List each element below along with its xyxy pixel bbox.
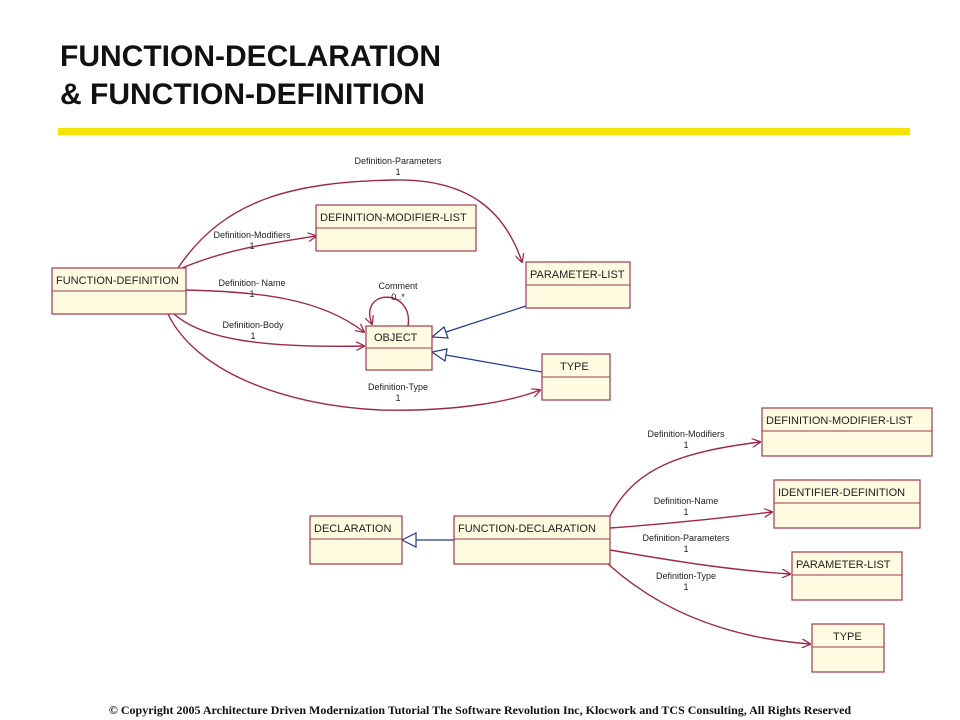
label-definition-type-top: Definition-Type — [368, 382, 428, 392]
label-definition-parameters-top: Definition-Parameters — [354, 156, 442, 166]
svg-text:IDENTIFIER-DEFINITION: IDENTIFIER-DEFINITION — [778, 487, 905, 499]
label-definition-body-top: Definition-Body — [222, 320, 284, 330]
mult-definition-modifiers-top: 1 — [249, 241, 254, 251]
label-definition-name-bottom: Definition-Name — [654, 496, 719, 506]
svg-text:FUNCTION-DECLARATION: FUNCTION-DECLARATION — [458, 523, 596, 535]
slide-title: FUNCTION-DECLARATION & FUNCTION-DEFINITI… — [60, 38, 441, 114]
title-underline — [58, 128, 910, 135]
assoc-definition-type-bottom — [605, 561, 810, 644]
title-line-2: & FUNCTION-DEFINITION — [60, 78, 425, 111]
svg-text:PARAMETER-LIST: PARAMETER-LIST — [530, 269, 625, 281]
label-definition-modifiers-bottom: Definition-Modifiers — [647, 429, 725, 439]
mult-definition-type-bottom: 1 — [683, 582, 688, 592]
mult-definition-name-bottom: 1 — [683, 507, 688, 517]
class-type-top: TYPE — [541, 353, 611, 401]
assoc-comment-self — [370, 296, 409, 326]
svg-text:OBJECT: OBJECT — [374, 332, 418, 344]
assoc-definition-modifiers — [181, 236, 316, 269]
label-definition-name-top: Definition- Name — [218, 278, 285, 288]
mult-definition-parameters-bottom: 1 — [683, 544, 688, 554]
class-object: OBJECT — [365, 325, 433, 371]
assoc-definition-parameters — [177, 179, 522, 269]
class-identifier-definition: IDENTIFIER-DEFINITION — [773, 479, 921, 529]
assoc-definition-type — [167, 313, 540, 411]
svg-text:TYPE: TYPE — [833, 631, 862, 643]
mult-comment: 0..* — [391, 292, 405, 302]
mult-definition-modifiers-bottom: 1 — [683, 440, 688, 450]
class-declaration: DECLARATION — [309, 515, 403, 565]
mult-definition-body-top: 1 — [250, 331, 255, 341]
gen-type-to-object — [445, 354, 543, 373]
gen-arrowhead-type — [430, 348, 448, 363]
assoc-definition-name — [185, 289, 364, 332]
gen-parameter-list-to-object — [445, 305, 527, 333]
svg-text:DECLARATION: DECLARATION — [314, 523, 391, 535]
label-definition-parameters-bottom: Definition-Parameters — [642, 533, 730, 543]
class-parameter-list-bottom: PARAMETER-LIST — [791, 551, 903, 601]
svg-text:PARAMETER-LIST: PARAMETER-LIST — [796, 559, 891, 571]
label-definition-modifiers-top: Definition-Modifiers — [213, 230, 291, 240]
svg-text:TYPE: TYPE — [560, 361, 589, 373]
label-definition-type-bottom: Definition-Type — [656, 571, 716, 581]
assoc-definition-parameters-bottom — [609, 549, 790, 574]
assoc-definition-body — [171, 311, 364, 346]
svg-text:DEFINITION-MODIFIER-LIST: DEFINITION-MODIFIER-LIST — [766, 415, 913, 427]
class-definition-modifier-list-bottom: DEFINITION-MODIFIER-LIST — [761, 407, 933, 457]
gen-arrowhead-declaration — [400, 532, 417, 548]
label-comment: Comment — [378, 281, 418, 291]
svg-text:DEFINITION-MODIFIER-LIST: DEFINITION-MODIFIER-LIST — [320, 212, 467, 224]
title-line-1: FUNCTION-DECLARATION — [60, 40, 442, 73]
class-function-declaration: FUNCTION-DECLARATION — [453, 515, 611, 565]
svg-text:FUNCTION-DEFINITION: FUNCTION-DEFINITION — [56, 275, 179, 287]
class-parameter-list-top: PARAMETER-LIST — [525, 261, 631, 309]
assoc-definition-modifiers-bottom — [609, 442, 760, 517]
mult-definition-parameters-top: 1 — [395, 167, 400, 177]
class-type-bottom: TYPE — [811, 623, 885, 673]
copyright-footer: © Copyright 2005 Architecture Driven Mod… — [108, 703, 852, 717]
mult-definition-name-top: 1 — [249, 289, 254, 299]
gen-arrowhead-parameter-list — [430, 325, 449, 339]
class-function-definition: FUNCTION-DEFINITION — [51, 267, 187, 315]
assoc-definition-name-bottom — [609, 512, 772, 529]
mult-definition-type-top: 1 — [395, 393, 400, 403]
class-definition-modifier-list-top: DEFINITION-MODIFIER-LIST — [315, 204, 477, 252]
